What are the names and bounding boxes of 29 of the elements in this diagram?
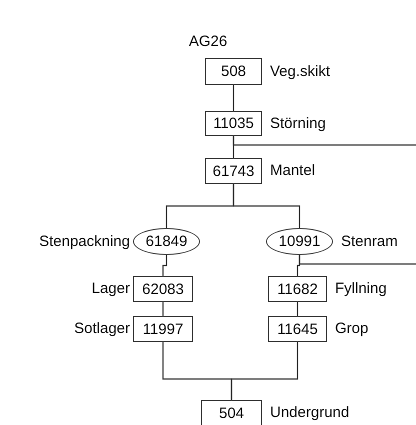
layer-label: Sotlager [74, 320, 130, 337]
layer-label: Mantel [270, 162, 316, 179]
number-box: 508 [205, 58, 262, 85]
connector-line [296, 302, 298, 316]
connector-line [162, 255, 168, 276]
connector-line [230, 342, 298, 400]
connector-line [296, 255, 300, 276]
connector-line [162, 302, 164, 316]
ellipse-node: 61849 [133, 228, 200, 255]
layer-label: Grop [335, 320, 368, 337]
layer-label: Lager [92, 280, 130, 297]
connector-line [232, 85, 234, 111]
layer-label: Fyllning [335, 280, 387, 297]
number-box: 11645 [268, 316, 327, 342]
diagram-title: AG26 [188, 33, 228, 50]
number-box: 504 [201, 400, 262, 425]
number-box: 11035 [205, 111, 262, 136]
layer-label: Undergrund [270, 404, 350, 421]
number-box: 61743 [205, 158, 262, 184]
number-box: 11682 [268, 276, 327, 302]
layer-label: Störning [270, 114, 326, 132]
connector-line [232, 136, 416, 146]
layer-label: Stenpackning [39, 232, 130, 250]
ellipse-node: 10991 [266, 228, 333, 255]
number-box: 11997 [133, 316, 193, 342]
connector-line [232, 184, 300, 228]
number-box: 62083 [133, 276, 193, 302]
layer-label: Stenram [341, 232, 398, 250]
layer-label: Veg.skikt [270, 62, 330, 80]
